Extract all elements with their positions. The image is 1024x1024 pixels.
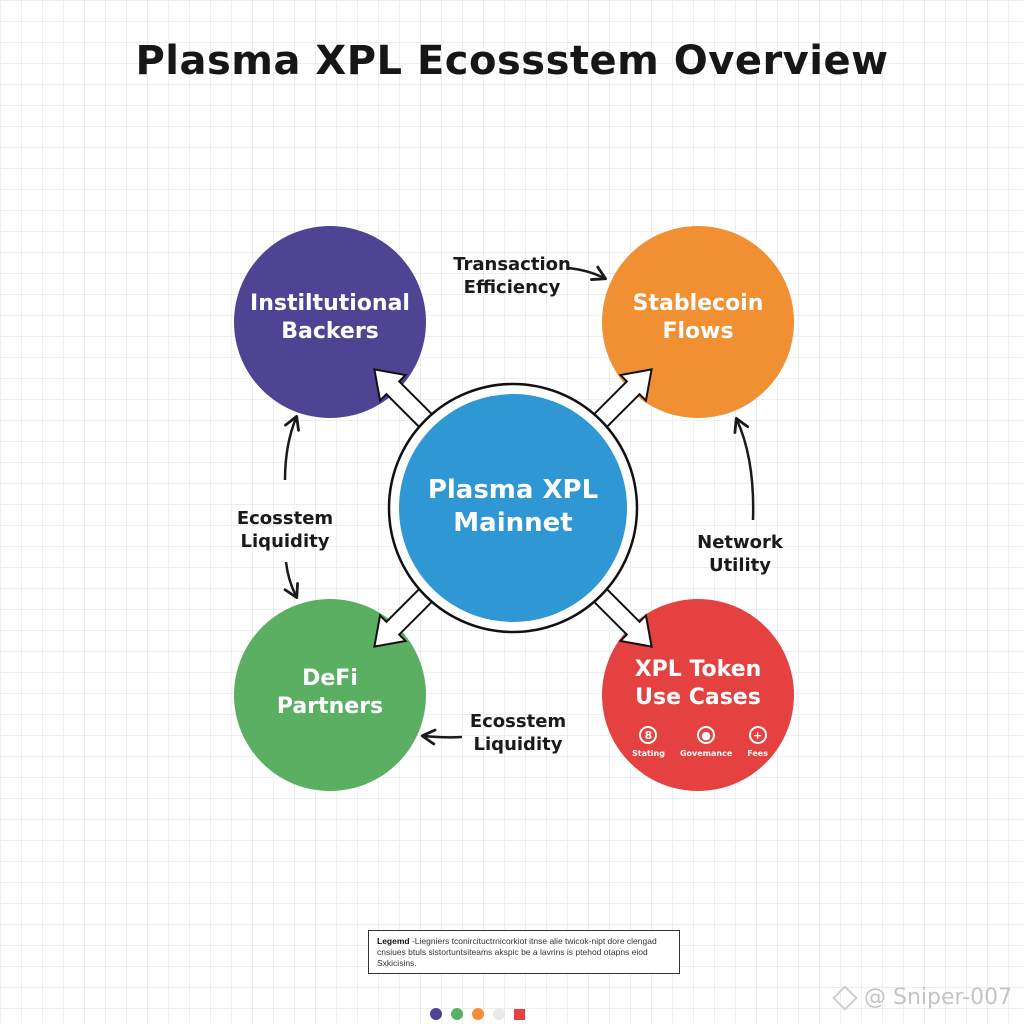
color-key [430, 1008, 525, 1020]
edge-label-network-utility: Network Utility [680, 531, 800, 578]
use-case-staking[interactable]: 8 Stating [632, 726, 665, 758]
edge-bottom-line1: Ecosstem [469, 711, 567, 732]
color-dot-green [451, 1008, 463, 1020]
node-defi-line2: Partners [276, 693, 384, 719]
arrow-liquidity-up [283, 414, 300, 481]
node-token-line1: XPL Token [634, 657, 762, 682]
edge-right-line1: Network [697, 532, 783, 553]
arrow-liquidity-down [283, 561, 299, 599]
node-institutional-line1: Instiltutional [250, 291, 410, 316]
use-case-fees[interactable]: + Fees [747, 726, 768, 758]
node-center-line1: Plasma XPL [427, 475, 599, 505]
token-use-cases: 8 Stating ● Govemance + Fees [632, 726, 768, 758]
arrow-ecosystem-liquidity-bottom [420, 728, 463, 746]
node-stablecoin-label: Stablecoin Flows [598, 290, 798, 345]
node-center-circle[interactable] [399, 394, 627, 622]
node-defi-circle[interactable] [234, 599, 426, 791]
use-case-label: Stating [632, 749, 665, 758]
legend-title: Legemd [377, 936, 410, 946]
edge-bottom-line2: Liquidity [473, 734, 563, 756]
color-dot-purple [430, 1008, 442, 1020]
node-institutional-line2: Backers [281, 318, 379, 344]
node-center-label: Plasma XPL Mainnet [413, 474, 613, 539]
staking-icon: 8 [639, 726, 658, 744]
node-center-line2: Mainnet [453, 507, 573, 538]
use-case-label: Fees [747, 749, 768, 758]
fees-icon: + [748, 726, 767, 744]
edge-top-line1: Transaction [453, 254, 571, 275]
arrow-transaction-efficiency [567, 265, 607, 281]
use-case-label: Govemance [679, 749, 733, 758]
node-defi-line1: DeFi [302, 666, 358, 691]
governance-icon: ● [697, 726, 716, 744]
node-defi-label: DeFi Partners [230, 665, 430, 720]
legend-text: -Liegniers tconircituctrnicorkiot itnse … [377, 936, 657, 969]
edge-label-transaction-efficiency: Transaction Efficiency [452, 253, 572, 300]
color-dot-gray [493, 1008, 505, 1020]
node-token-label: XPL Token Use Cases [598, 656, 798, 711]
watermark-text: @ Sniper-007 [864, 985, 1013, 1010]
page-title: Plasma XPL Ecossstem Overview [135, 38, 889, 84]
edge-left-line1: Ecosstem [236, 508, 334, 529]
edge-label-ecosystem-liquidity-left: Ecosstem Liquidity [225, 507, 345, 554]
binance-logo-icon [832, 984, 858, 1011]
color-square-red [514, 1008, 525, 1020]
node-stablecoin-line1: Stablecoin [632, 291, 764, 316]
edge-right-line2: Utility [708, 555, 772, 577]
legend-box: Legemd -Liegniers tconircituctrnicorkiot… [368, 930, 680, 974]
node-institutional-label: Instiltutional Backers [230, 290, 430, 345]
edge-label-ecosystem-liquidity-bottom: Ecosstem Liquidity [458, 710, 578, 757]
edge-top-line2: Efficiency [463, 277, 561, 299]
node-token-line2: Use Cases [635, 684, 761, 710]
node-stablecoin-line2: Flows [662, 318, 734, 344]
color-dot-orange [472, 1008, 484, 1020]
edge-left-line2: Liquidity [240, 531, 330, 553]
watermark: @ Sniper-007 [832, 984, 1013, 1011]
use-case-governance[interactable]: ● Govemance [680, 726, 732, 758]
arrow-network-utility [733, 417, 755, 521]
